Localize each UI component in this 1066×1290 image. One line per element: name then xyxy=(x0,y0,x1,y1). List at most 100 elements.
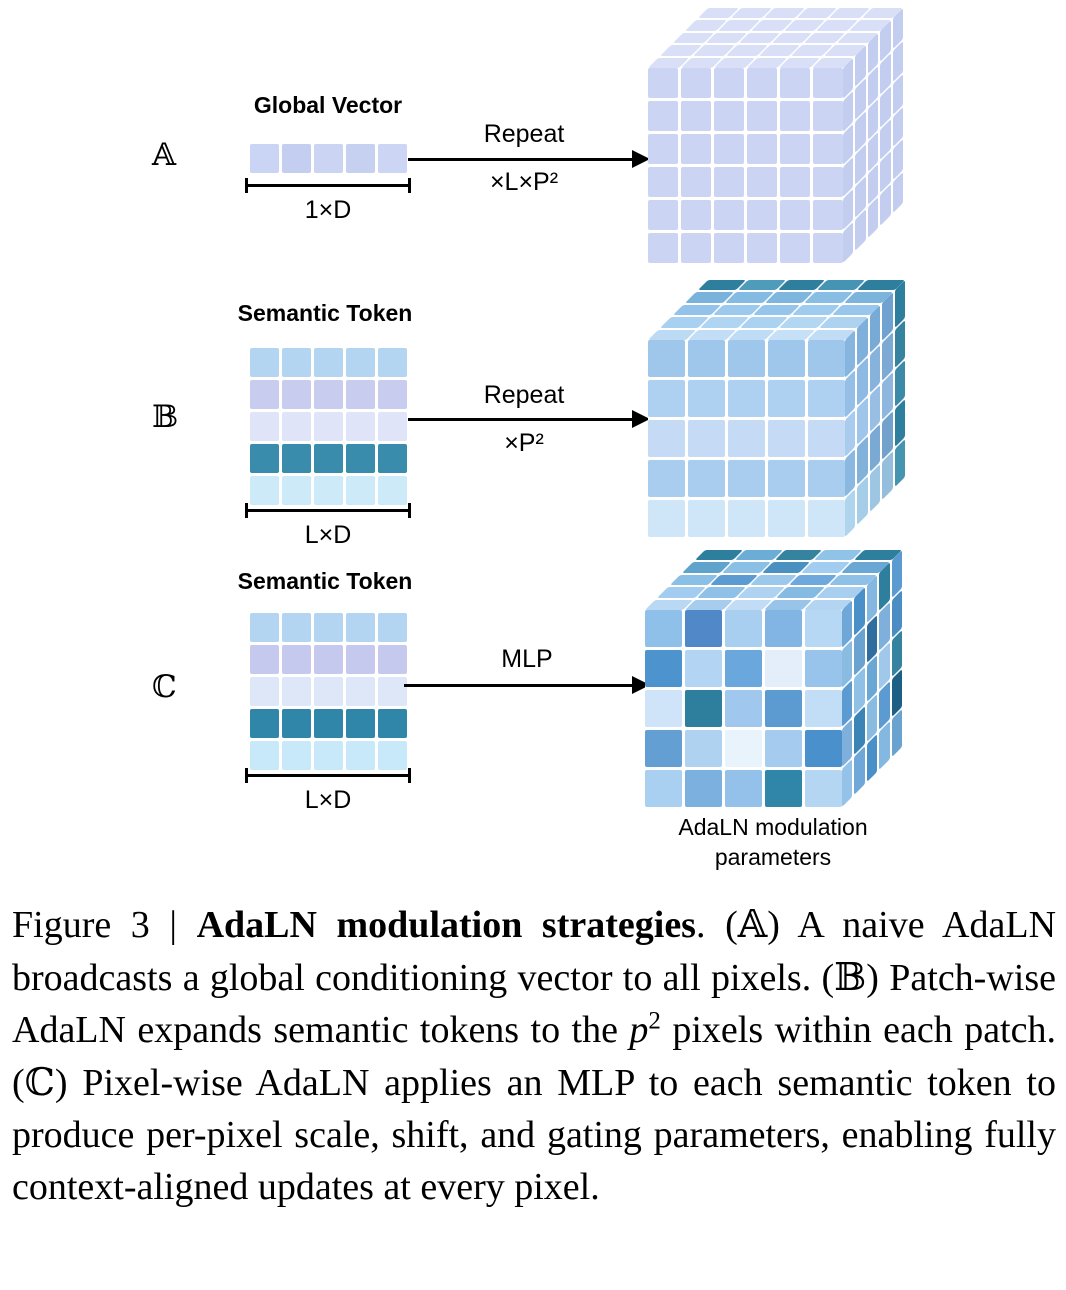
cube-cell xyxy=(780,68,810,98)
panel-c-dim-bracket xyxy=(245,768,411,783)
cube-cell xyxy=(813,233,843,263)
cube-cell xyxy=(725,610,762,647)
token-cell xyxy=(282,144,311,173)
cube-cell xyxy=(765,770,802,807)
token-cell xyxy=(378,444,407,473)
cube-cell xyxy=(685,690,722,727)
caption-segment: ) A naive AdaLN broadcasts a global cond… xyxy=(12,904,1057,999)
token-cell xyxy=(346,677,375,706)
panel-c-symbol: ℂ xyxy=(152,669,177,705)
cube-cell xyxy=(648,233,678,263)
token-cell xyxy=(282,348,311,377)
cube-cell xyxy=(645,650,682,687)
caption-segment: ℂ xyxy=(24,1060,55,1104)
cube-cell xyxy=(681,167,711,197)
cube-cell xyxy=(714,233,744,263)
cube-cell xyxy=(685,650,722,687)
cube-cell xyxy=(768,420,805,457)
token-cell xyxy=(314,380,343,409)
token-cell xyxy=(378,613,407,642)
panel-b-arrow-label-top: Repeat xyxy=(483,381,565,409)
token-cell xyxy=(346,709,375,738)
cube-cell xyxy=(813,134,843,164)
cube-front-face xyxy=(645,610,842,807)
token-cell xyxy=(282,645,311,674)
cube-cell xyxy=(714,68,744,98)
panel-b-arrow-label-bottom: ×P² xyxy=(504,429,544,457)
cube-cell xyxy=(747,134,777,164)
panel-a-arrow-label-bottom: ×L×P² xyxy=(489,168,559,196)
token-cell xyxy=(346,144,375,173)
cube-cell xyxy=(685,610,722,647)
cube-cell xyxy=(780,134,810,164)
cube-annotation-line2: parameters xyxy=(714,844,832,870)
cube-cell xyxy=(648,460,685,497)
cube-cell xyxy=(768,380,805,417)
cube-cell xyxy=(805,730,842,767)
token-cell xyxy=(250,412,279,441)
cube-cell xyxy=(648,200,678,230)
cube-cell xyxy=(648,340,685,377)
cube-cell xyxy=(882,451,893,500)
caption-segment: AdaLN modulation strategies xyxy=(196,904,696,946)
cube-cell xyxy=(891,709,902,758)
cube-cell xyxy=(648,500,685,537)
token-cell xyxy=(282,677,311,706)
cube-cell xyxy=(808,460,845,497)
token-cell xyxy=(314,709,343,738)
token-cell xyxy=(314,645,343,674)
token-cell xyxy=(250,348,279,377)
cube-cell xyxy=(747,68,777,98)
cube-cell xyxy=(714,200,744,230)
token-cell xyxy=(250,380,279,409)
caption-segment: ) Patch-wise AdaLN expands semantic toke… xyxy=(12,957,1056,1051)
caption-segment: ) Pixel-wise AdaLN applies an MLP to eac… xyxy=(12,1062,1056,1208)
panel-c-token-label: Semantic Token xyxy=(237,568,413,594)
cube-cell xyxy=(765,690,802,727)
token-cell xyxy=(346,476,375,505)
token-cell xyxy=(378,741,407,770)
cube-cell xyxy=(725,730,762,767)
cube-annotation-line1: AdaLN modulation xyxy=(678,814,868,840)
token-cell xyxy=(282,380,311,409)
cube-cell xyxy=(714,101,744,131)
caption-segment: 𝔸 xyxy=(737,902,768,946)
cube-cell xyxy=(648,68,678,98)
cube-cell xyxy=(805,770,842,807)
token-cell xyxy=(346,645,375,674)
cube-cell xyxy=(728,500,765,537)
token-cell xyxy=(314,476,343,505)
token-cell xyxy=(378,709,407,738)
cube-cell xyxy=(681,200,711,230)
token-cell xyxy=(314,144,343,173)
caption-segment: p xyxy=(629,1009,649,1051)
caption-segment: 𝔹 xyxy=(834,955,867,999)
token-cell xyxy=(378,144,407,173)
cube-cell xyxy=(688,340,725,377)
cube-cell xyxy=(857,476,868,525)
token-cell xyxy=(250,144,279,173)
token-cell xyxy=(250,741,279,770)
cube-cell xyxy=(688,420,725,457)
cube-cell xyxy=(725,690,762,727)
token-cell xyxy=(250,613,279,642)
cube-cell xyxy=(725,770,762,807)
caption-segment: pixels within each patch. ( xyxy=(12,1009,1056,1104)
panel-b-symbol: 𝔹 xyxy=(152,399,179,435)
cube-cell xyxy=(648,420,685,457)
cube-cell xyxy=(869,464,881,513)
token-cell xyxy=(250,645,279,674)
panel-b-dim-label: L×D xyxy=(304,521,352,549)
cube-cell xyxy=(648,134,678,164)
cube-cell xyxy=(747,233,777,263)
token-cell xyxy=(250,677,279,706)
caption-segment: Figure 3 | xyxy=(12,904,197,946)
cube-cell xyxy=(813,200,843,230)
cube-cell xyxy=(681,134,711,164)
cube-cell xyxy=(688,460,725,497)
cube-cell xyxy=(648,380,685,417)
token-cell xyxy=(378,645,407,674)
cube-cell xyxy=(845,488,856,537)
token-cell xyxy=(314,348,343,377)
